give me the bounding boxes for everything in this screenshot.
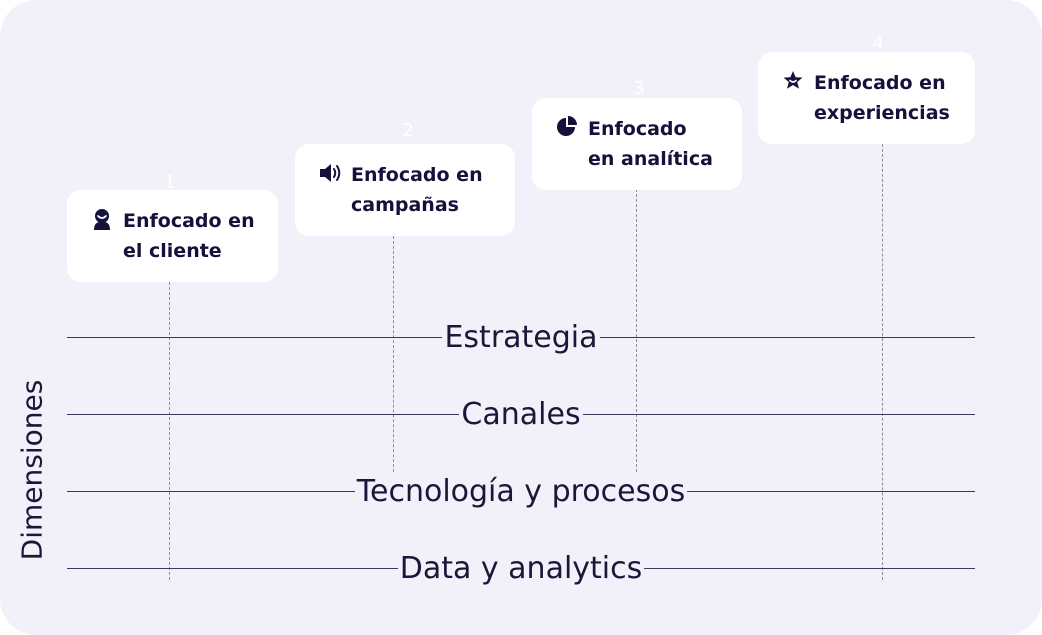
stage-3-number: 3 — [633, 78, 645, 99]
stage-card-customer: Enfocado en el cliente — [67, 190, 278, 282]
stage-4-label-line2: experiencias — [814, 102, 950, 124]
stage-1-number: 1 — [164, 172, 176, 193]
stage-2-label-line2: campañas — [351, 194, 459, 216]
dimension-channels-label: Canales — [459, 397, 583, 432]
star-badge-icon — [782, 70, 804, 92]
megaphone-icon — [319, 162, 341, 184]
customer-icon — [91, 208, 113, 230]
stage-card-campaigns: Enfocado en campañas — [295, 144, 515, 236]
stage-card-experiences: Enfocado en experiencias — [758, 52, 975, 144]
pie-chart-icon — [556, 116, 578, 138]
stage-2-number: 2 — [402, 120, 414, 141]
stage-2-label-line1: Enfocado en — [351, 164, 483, 186]
dimension-technology: Tecnología y procesos — [0, 474, 1042, 510]
dimension-data-label: Data y analytics — [397, 551, 645, 586]
stage-3-line — [636, 189, 637, 472]
dimension-strategy-label: Estrategia — [442, 320, 600, 355]
stage-1-label-line1: Enfocado en — [123, 210, 255, 232]
stage-4-line — [882, 144, 883, 580]
stage-3-label-line2: en analítica — [588, 148, 713, 170]
axis-title: Dimensiones — [15, 372, 49, 568]
stage-card-analytics: Enfocado en analítica — [532, 98, 742, 190]
dimension-channels: Canales — [0, 397, 1042, 433]
stage-3-label-line1: Enfocado — [588, 118, 687, 140]
stage-1-label-line2: el cliente — [123, 240, 222, 262]
stage-4-label-line1: Enfocado en — [814, 72, 946, 94]
dimension-data: Data y analytics — [0, 551, 1042, 587]
stage-1-line — [169, 282, 170, 580]
stage-4-number: 4 — [872, 33, 884, 54]
dimension-technology-label: Tecnología y procesos — [354, 474, 688, 509]
dimension-strategy: Estrategia — [0, 320, 1042, 356]
stage-2-line — [393, 236, 394, 472]
axis-title-label: Dimensiones — [15, 379, 49, 561]
